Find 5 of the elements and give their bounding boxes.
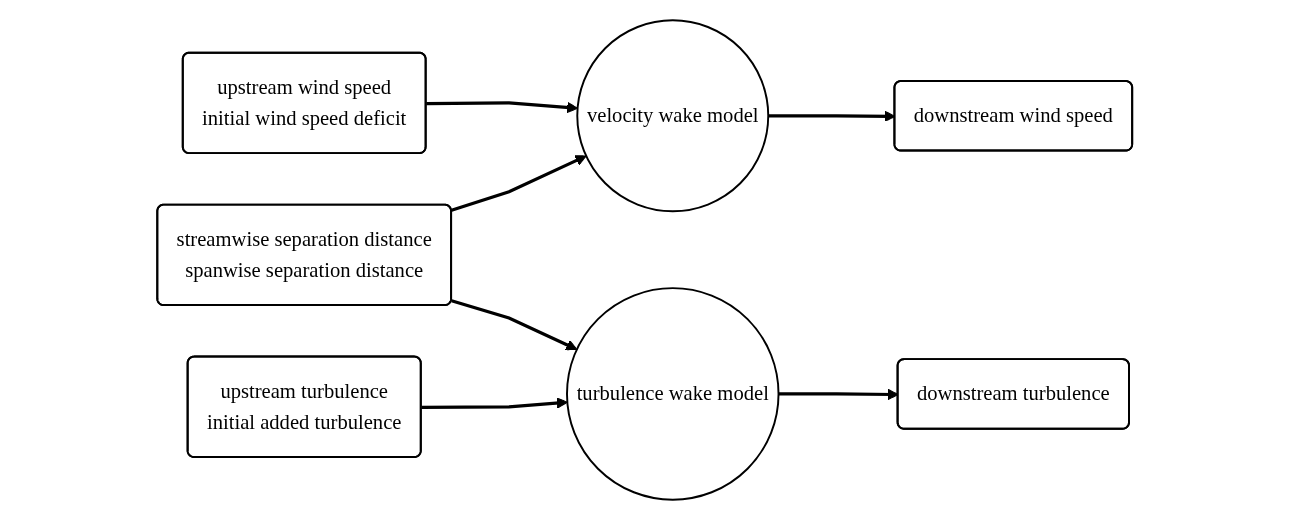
arrow (451, 155, 587, 212)
arrow (426, 101, 579, 114)
arrow (451, 299, 578, 351)
node-circle: turbulence wake model (566, 287, 780, 501)
node-circle: velocity wake model (576, 19, 770, 213)
